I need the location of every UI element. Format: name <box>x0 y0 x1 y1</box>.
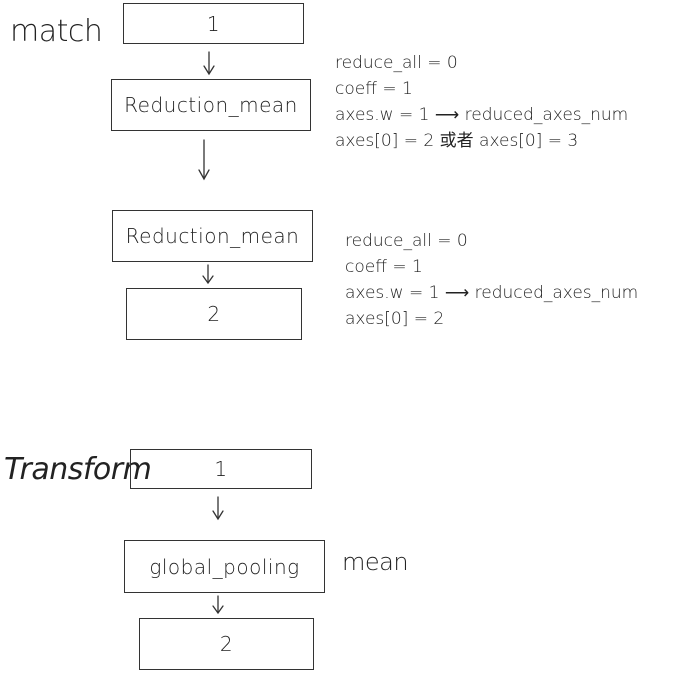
notes-block-b: reduce_all = 0 coeff = 1 axes.w = 1 ⟶ re… <box>345 228 638 332</box>
transform-label: Transform <box>4 452 152 487</box>
match-node-1: 1 <box>123 3 304 44</box>
match-node-reduction-mean-1: Reduction_mean <box>111 79 311 131</box>
notes-block-a: reduce_all = 0 coeff = 1 axes.w = 1 ⟶ re… <box>335 50 628 154</box>
note-coeff: coeff = 1 <box>335 79 413 99</box>
note-axes-0: axes[0] = 2 <box>345 309 445 329</box>
arrow-t2-t3 <box>212 595 224 615</box>
note-axes-w: axes.w = 1 ⟶ reduced_axes_num <box>345 283 639 303</box>
transform-node-1: 1 <box>130 449 312 489</box>
mean-label: mean <box>342 548 409 576</box>
note-axes-0: axes[0] = 2 或者 axes[0] = 3 <box>335 131 579 151</box>
arrow-m3-m4 <box>202 264 214 285</box>
note-axes-w: axes.w = 1 ⟶ reduced_axes_num <box>335 105 629 125</box>
match-node-reduction-mean-2: Reduction_mean <box>112 210 313 262</box>
note-coeff: coeff = 1 <box>345 257 423 277</box>
arrow-m1-m2 <box>203 51 215 76</box>
transform-node-2: 2 <box>139 618 314 670</box>
match-label: match <box>10 14 103 49</box>
transform-node-global-pooling: global_pooling <box>124 540 325 593</box>
note-reduce-all: reduce_all = 0 <box>345 231 468 251</box>
match-node-2: 2 <box>126 288 302 340</box>
arrow-m2-m3 <box>198 139 210 181</box>
note-reduce-all: reduce_all = 0 <box>335 53 458 73</box>
arrow-t1-t2 <box>212 496 224 521</box>
